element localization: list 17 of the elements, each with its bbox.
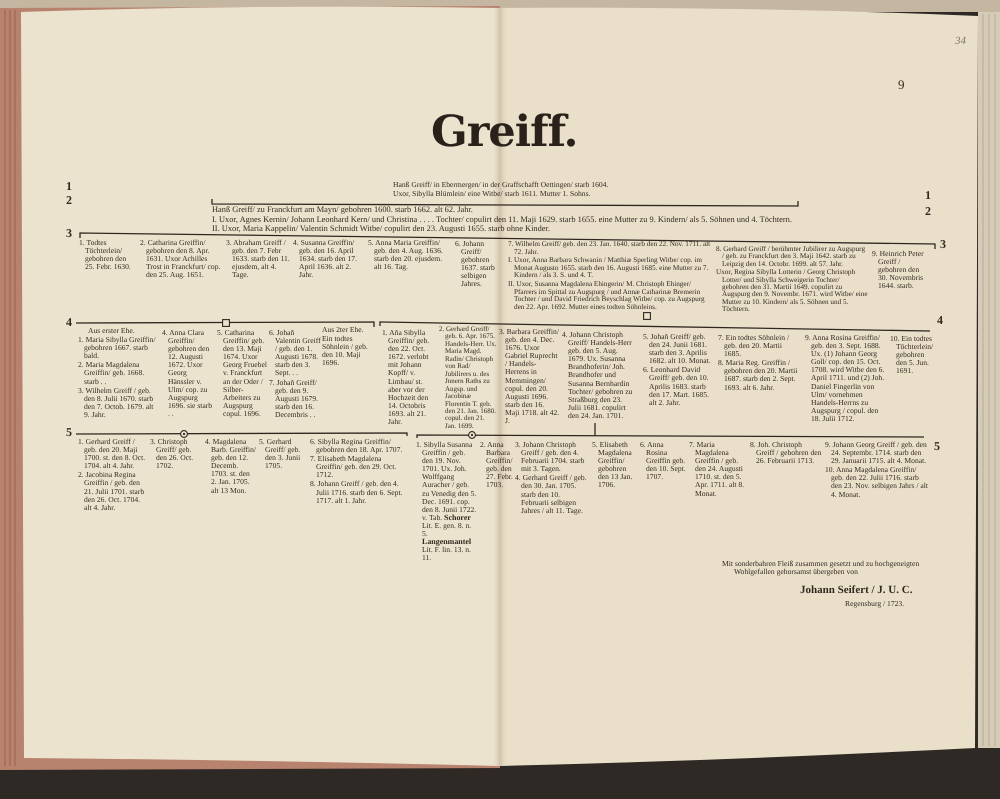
generation-number: 4 (66, 316, 72, 328)
handwritten-number: 34 (955, 35, 966, 47)
author-signature: Johann Seifert / J. U. C. (800, 584, 912, 597)
genealogy-entry: I. Uxor, Agnes Kernin/ Johann Leonhard Kern/ und Christina . . . . Tochter/ copulirt den 11. Maji 1629. starb 1655. eine Mutter zu 9. Kindern/ als 5. Söhnen und 4. Töchtern. (212, 216, 792, 224)
genealogy-entry: II. Uxor, Maria Kappelin/ Valentin Schmidt Witbe/ copulirt den 23. Augusti 1655. starb ohne Kinder. (212, 225, 550, 234)
generation-number: 1 (925, 189, 931, 201)
generation-number: 2 (925, 205, 931, 217)
generation-number: 4 (937, 314, 943, 326)
generation-number: 3 (940, 238, 946, 250)
generation-number: 2 (66, 194, 72, 206)
page-number: 9 (898, 78, 904, 91)
title: Greiff. (431, 106, 578, 159)
generation-number: 5 (934, 440, 940, 452)
genealogy-entry: Hanß Greiff/ zu Franckfurt am Mayn/ gebohren 1600. starb 1662. alt 62. Jahr. (212, 206, 473, 215)
generation-number: 3 (66, 227, 72, 239)
generation-number: 5 (66, 426, 72, 438)
generation-number: 1 (66, 180, 72, 192)
